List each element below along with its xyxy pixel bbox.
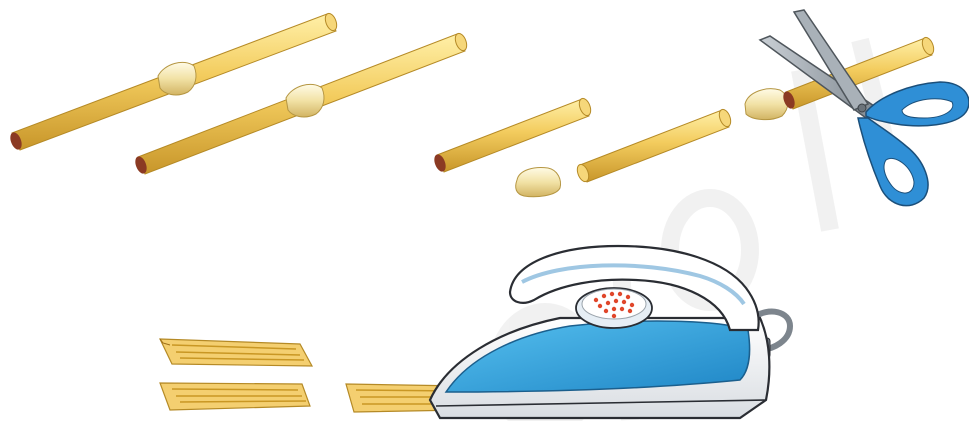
cut-straw-piece-long <box>575 108 733 183</box>
flattened-straw-strip <box>160 339 312 366</box>
cut-straw-node-piece <box>516 168 561 197</box>
whole-straw <box>8 12 339 151</box>
steam-iron-icon <box>430 246 790 418</box>
flattened-straw-strip <box>160 383 310 410</box>
cut-straw-piece-short <box>432 97 593 173</box>
whole-straw <box>133 32 469 175</box>
